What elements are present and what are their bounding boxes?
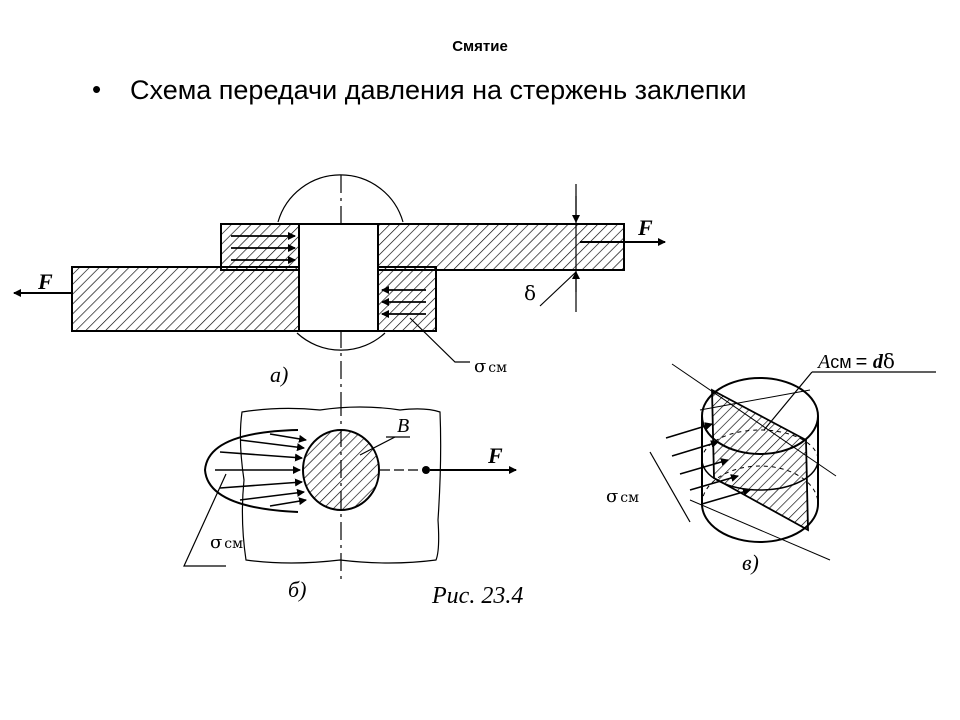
part-c-label: в) xyxy=(742,550,759,575)
part-b-label: б) xyxy=(288,577,306,602)
rivet-shank xyxy=(298,223,379,332)
rivet-section xyxy=(302,429,380,511)
part-a-label: а) xyxy=(270,362,288,387)
stress-leader-b xyxy=(183,473,227,567)
pressure-arrows-c xyxy=(665,422,751,505)
pressure-arrows-upper xyxy=(231,232,296,264)
force-label-right: F xyxy=(637,215,653,240)
upper-plate xyxy=(377,223,625,271)
load-point xyxy=(422,466,430,474)
bearing-area xyxy=(711,388,809,532)
detail-circle xyxy=(277,174,404,223)
bullet-dot: • xyxy=(92,74,102,104)
area-label: Aсм= dδ xyxy=(816,349,895,373)
figure-caption: Рис. 23.4 xyxy=(431,583,523,609)
upper-plate-left xyxy=(220,223,300,271)
thickness-dimension xyxy=(539,184,580,312)
pressure-envelope xyxy=(203,429,299,513)
pressure-arrows-lower xyxy=(381,286,426,318)
plate-outline xyxy=(239,406,442,564)
force-label-left: F xyxy=(37,269,53,294)
area-leader xyxy=(763,371,813,431)
stress-bracket-c xyxy=(649,451,691,523)
lower-plate xyxy=(71,266,300,332)
slide-title: Смятие xyxy=(452,38,508,55)
thickness-label: δ xyxy=(524,281,536,305)
cylinder-bottom xyxy=(701,503,819,543)
stress-leader-a xyxy=(409,317,470,363)
radial-pressure-arrows xyxy=(215,433,307,507)
point-b-label: B xyxy=(397,415,409,437)
bullet-text: Схема передачи давления на стержень закл… xyxy=(130,75,747,105)
lower-plate-right xyxy=(377,266,437,332)
force-label-b: F xyxy=(487,443,503,468)
